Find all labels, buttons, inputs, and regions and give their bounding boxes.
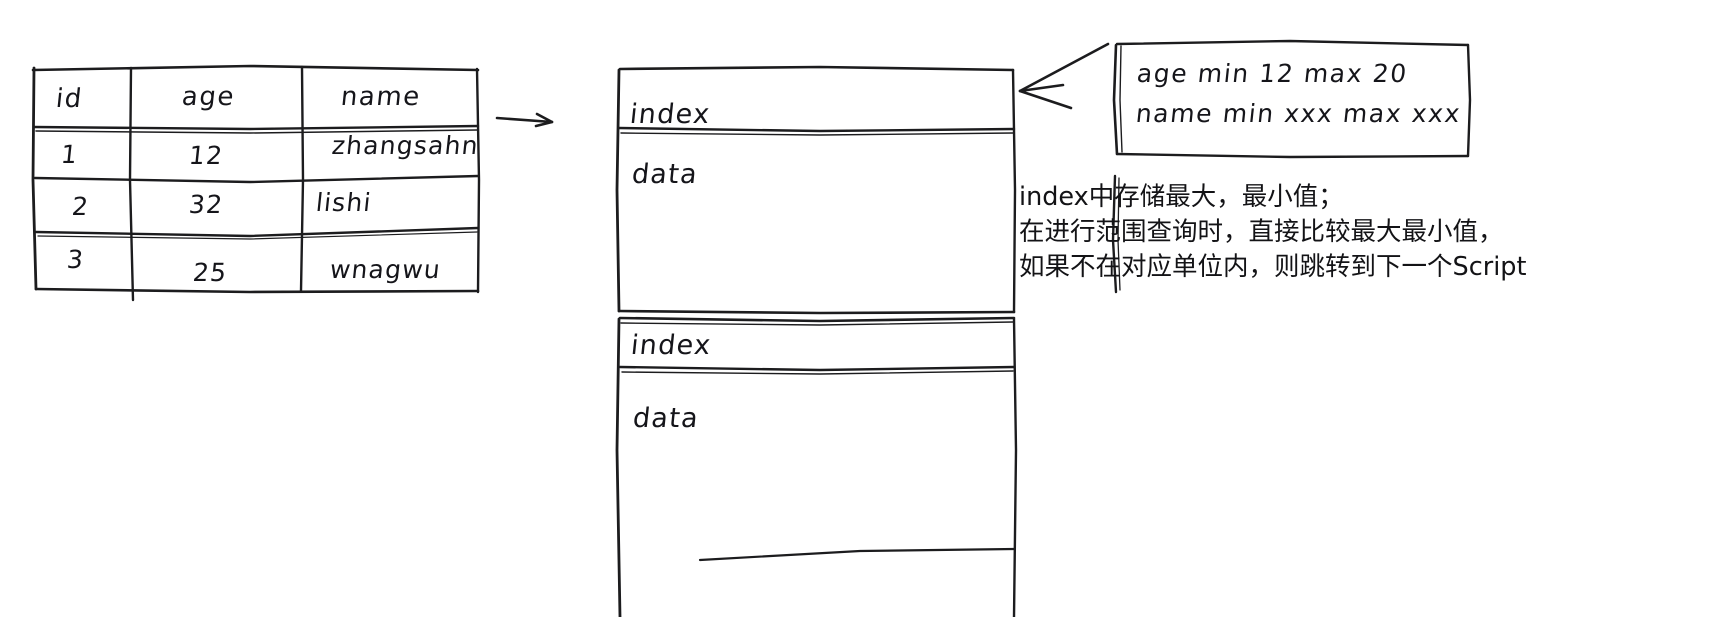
callout-top-border	[1115, 39, 1470, 47]
block1-top-border	[618, 65, 1015, 72]
table-header-id: id	[54, 84, 85, 114]
note-left-rule	[1111, 174, 1118, 294]
block2-top-border-echo	[620, 321, 1014, 326]
table-header-age: age	[180, 82, 237, 112]
table-cell-name-2: lishi	[314, 188, 374, 217]
callout-left-border-echo	[1119, 45, 1123, 153]
callout-line-2: name min xxx max xxx	[1134, 99, 1463, 128]
note-left-rule-echo	[1117, 177, 1121, 291]
table-left-border	[31, 66, 38, 291]
table-top-border	[31, 64, 480, 72]
callout-right-border	[1466, 43, 1472, 158]
table-cell-age-2: 32	[187, 190, 225, 219]
callout-line-1: age min 12 max 20	[1135, 59, 1410, 88]
flow-arrow-head	[534, 112, 554, 128]
block2-left-border	[615, 317, 622, 617]
callout-arrow-head	[1018, 83, 1073, 110]
table-right-border	[475, 67, 481, 294]
block1-right-border	[1011, 68, 1017, 314]
block2-index-separator-echo	[621, 370, 1014, 375]
table-column-divider-2	[299, 65, 305, 293]
note-line-2: 在进行范围查询时，直接比较最大最小值，	[1019, 217, 1504, 247]
block2-right-border	[1012, 317, 1018, 617]
block1-index-separator	[617, 126, 1016, 133]
block1-left-border	[615, 68, 621, 313]
table-cell-id-1: 1	[59, 140, 80, 169]
callout-arrow-shaft	[1018, 42, 1110, 93]
table-row-separator-2	[34, 226, 480, 238]
table-cell-id-2: 2	[70, 192, 91, 221]
table-header-separator-echo	[35, 129, 478, 134]
block1-data-label: data	[630, 159, 700, 190]
flow-arrow-shaft	[495, 116, 554, 124]
table-cell-name-3: wnagwu	[328, 255, 443, 284]
block2-index-separator	[618, 365, 1016, 372]
note-line-1: index中存储最大，最小值；	[1019, 182, 1344, 212]
table-column-divider-1	[128, 66, 135, 302]
block2-index-label: index	[629, 330, 714, 361]
table-header-name: name	[339, 82, 423, 112]
block2-bottom-hint	[698, 547, 1016, 562]
block2-top-border	[618, 316, 1016, 323]
block1-index-separator-echo	[620, 132, 1014, 136]
table-row-separator-2-echo	[37, 231, 478, 240]
table-cell-age-1: 12	[187, 141, 225, 170]
table-header-separator	[32, 124, 480, 131]
block2-data-label: data	[631, 403, 701, 434]
table-bottom-border	[34, 287, 480, 294]
callout-bottom-border	[1115, 152, 1470, 159]
note-line-3: 如果不在对应单位内，则跳转到下一个Script	[1019, 252, 1527, 282]
block1-bottom-border	[617, 309, 1016, 315]
table-cell-id-3: 3	[65, 245, 86, 274]
block1-index-label: index	[628, 99, 713, 130]
table-cell-name-1: zhangsahn	[330, 131, 481, 160]
table-cell-age-3: 25	[191, 258, 229, 287]
callout-left-border	[1112, 43, 1119, 156]
table-row-separator-1	[33, 174, 480, 184]
